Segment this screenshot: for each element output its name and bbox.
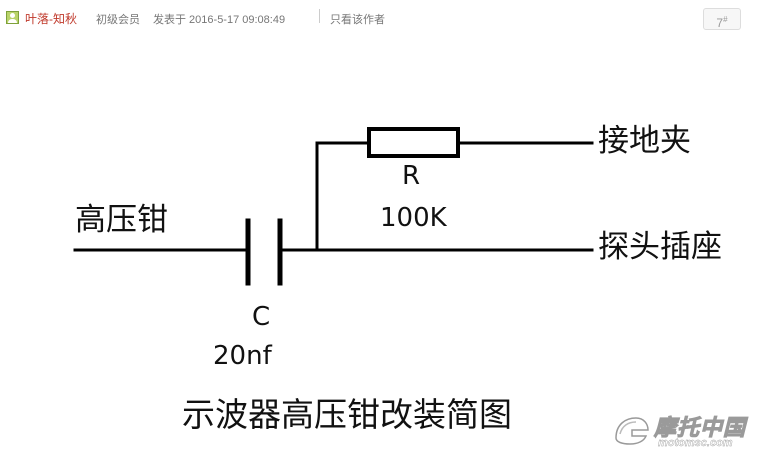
user-rank: 初级会员 xyxy=(96,14,140,26)
only-author-link[interactable]: 只看该作者 xyxy=(330,14,385,26)
capacitor-value-label: 20nf xyxy=(213,341,272,371)
username-link[interactable]: 叶落-知秋 xyxy=(25,12,77,26)
post-date: 发表于 2016-5-17 09:08:49 xyxy=(153,14,286,26)
ground-clip-label: 接地夹 xyxy=(598,123,691,159)
resistor-name-label: R xyxy=(402,161,421,191)
floor-mark: # xyxy=(723,15,728,24)
floor-number-badge[interactable]: 7# xyxy=(703,8,741,30)
user-avatar-icon[interactable] xyxy=(6,11,19,24)
header-divider xyxy=(319,9,320,23)
resistor-body xyxy=(367,127,460,158)
resistor-value-label: 100K xyxy=(380,203,447,233)
watermark-site-domain: motomsc.com xyxy=(658,437,733,449)
capacitor-name-label: C xyxy=(252,302,271,332)
clamp-label: 高压钳 xyxy=(75,202,168,238)
floor-number: 7 xyxy=(716,16,724,30)
watermark-site-name: 摩托中国 xyxy=(653,416,747,442)
probe-socket-label: 探头插座 xyxy=(598,229,722,265)
post-header: 叶落-知秋 初级会员 发表于 2016-5-17 09:08:49 只看该作者 … xyxy=(0,0,763,36)
site-watermark: 摩托中国 motomsc.com xyxy=(608,408,758,454)
helmet-logo-icon xyxy=(615,417,649,445)
diagram-caption: 示波器高压钳改装简图 xyxy=(182,395,512,434)
